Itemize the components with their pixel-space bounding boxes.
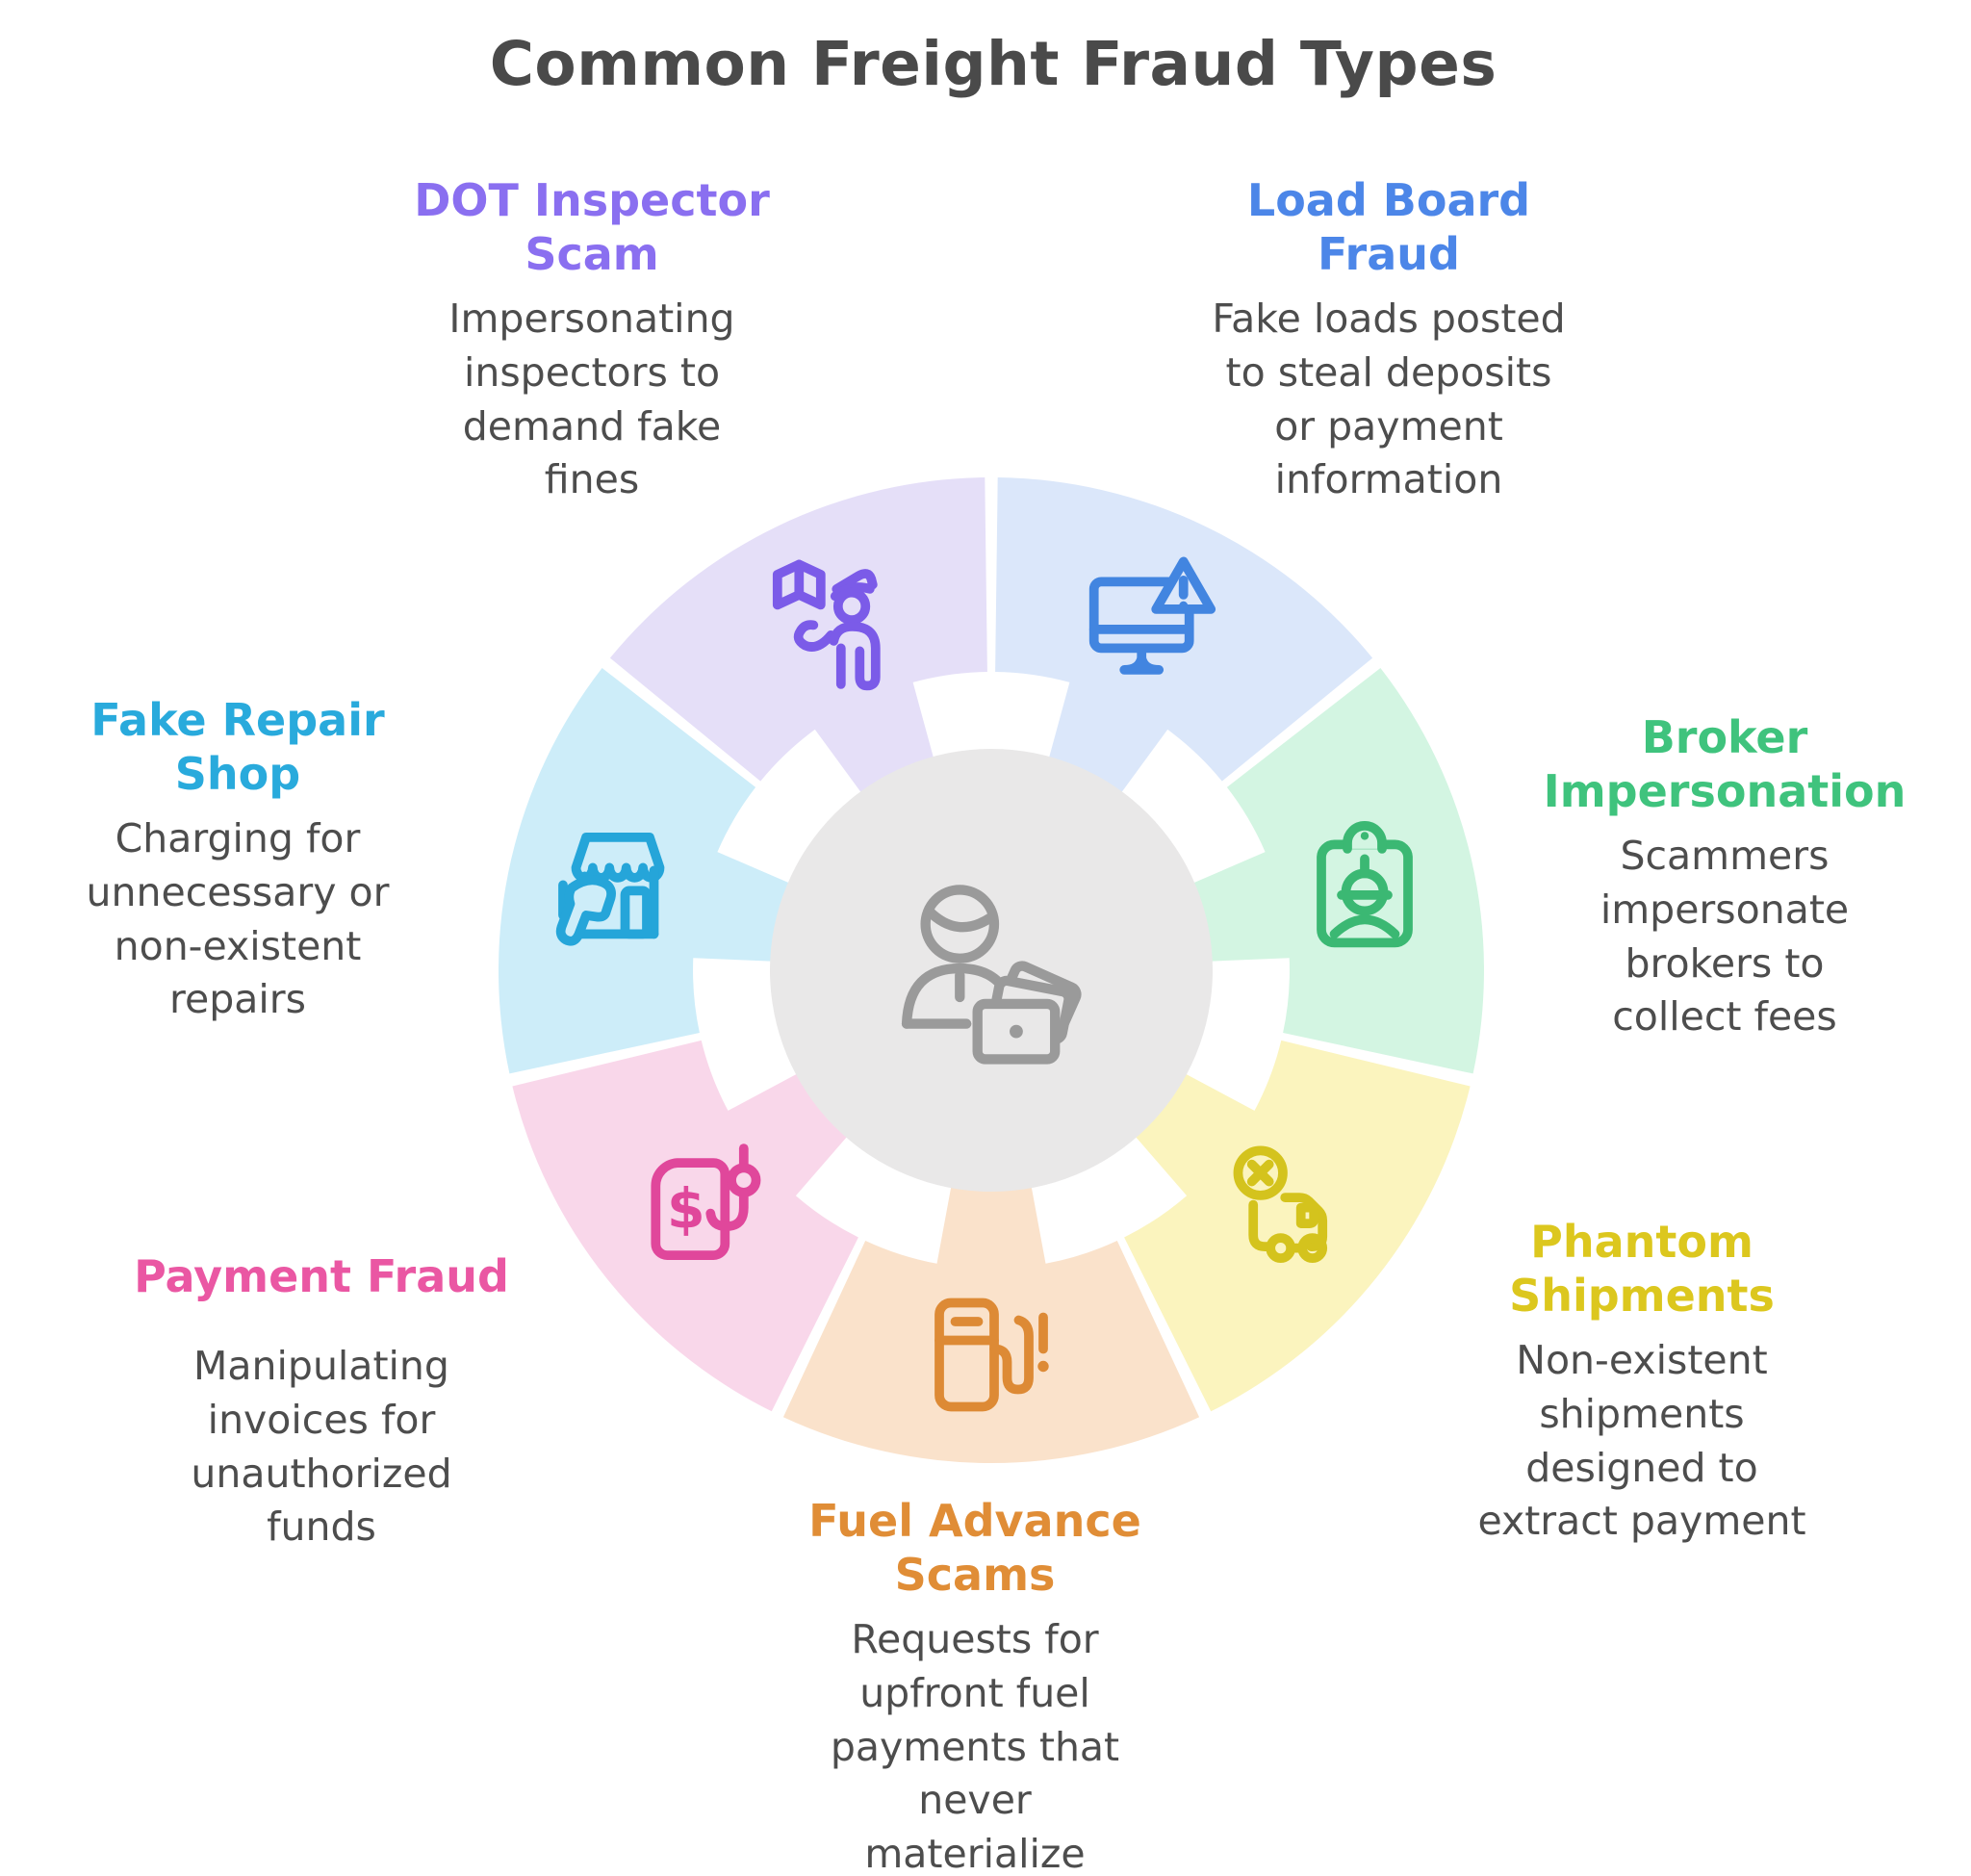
segment-heading: Fake Repair Shop — [90, 694, 385, 801]
segment-heading: Payment Fraud — [134, 1250, 509, 1302]
segment-heading: Load Board Fraud — [1246, 174, 1531, 281]
fuel-pump-icon — [934, 1298, 1049, 1412]
segment-fuel-text-block: Fuel Advance Scams Requests for upfront … — [744, 1494, 1206, 1876]
police-inspector-icon — [772, 559, 881, 691]
center-circle — [770, 749, 1213, 1192]
segment-description: Impersonating inspectors to demand fake … — [448, 296, 735, 503]
segment-heading: Broker Impersonation — [1543, 711, 1907, 818]
segment-dot-text-block: DOT Inspector Scam Impersonating inspect… — [366, 173, 818, 507]
badge-person-icon — [1317, 821, 1413, 948]
segment-load-board-wedge — [995, 477, 1373, 800]
segment-description: Fake loads posted to steal deposits or p… — [1212, 296, 1566, 503]
truck-x-icon — [1233, 1145, 1328, 1263]
person-cards-icon — [901, 885, 1082, 1065]
segment-description: Charging for unnecessary or non-existent… — [86, 815, 390, 1023]
svg-text:$: $ — [667, 1178, 705, 1242]
segment-description: Scammers impersonate brokers to collect … — [1600, 833, 1850, 1041]
segment-description: Requests for upfront fuel payments that … — [830, 1616, 1120, 1876]
diagram-title: Common Freight Fraud Types — [489, 29, 1497, 99]
segment-repair-text-block: Fake Repair Shop Charging for unnecessar… — [21, 693, 454, 1027]
segment-payment-wedge — [512, 1040, 858, 1412]
segment-broker-wedge — [1186, 668, 1484, 1074]
segment-heading: DOT Inspector Scam — [414, 174, 770, 281]
invoice-hook-icon: $ — [651, 1144, 761, 1260]
monitor-warning-icon — [1088, 556, 1216, 675]
segment-heading: Phantom Shipments — [1509, 1216, 1775, 1323]
segment-description: Non-existent shipments designed to extra… — [1477, 1337, 1806, 1545]
storefront-thumbsdown-icon — [555, 833, 665, 946]
segment-payment-text-block: Payment Fraud Manipulating invoices for … — [81, 1249, 562, 1555]
segment-description: Manipulating invoices for unauthorized f… — [191, 1343, 452, 1551]
segment-heading: Fuel Advance Scams — [808, 1495, 1141, 1602]
segment-broker-text-block: Broker Impersonation Scammers impersonat… — [1498, 710, 1951, 1044]
segment-load-board-text-block: Load Board Fraud Fake loads posted to st… — [1148, 173, 1629, 507]
segment-phantom-text-block: Phantom Shipments Non-existent shipments… — [1392, 1215, 1892, 1549]
